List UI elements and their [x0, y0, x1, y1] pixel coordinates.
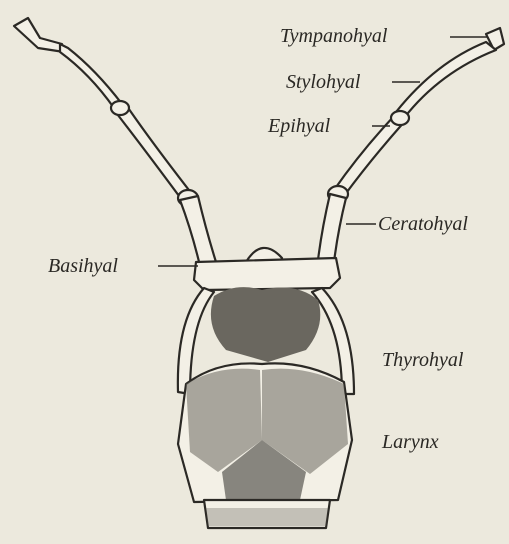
label-basihyal: Basihyal [48, 256, 118, 276]
larynx-body [178, 363, 352, 528]
left-stylohyal [60, 44, 122, 108]
left-tympanohyal [14, 18, 64, 52]
left-epihyal [114, 102, 192, 200]
label-ceratohyal: Ceratohyal [378, 214, 468, 234]
left-hyoid-arch [14, 18, 216, 266]
left-joint-1 [111, 101, 129, 115]
label-tympanohyal: Tympanohyal [280, 26, 387, 46]
epiglottis [211, 287, 320, 362]
label-epihyal: Epihyal [268, 116, 330, 136]
right-joint-1 [391, 111, 409, 125]
label-larynx: Larynx [382, 432, 439, 452]
right-ceratohyal [318, 194, 346, 262]
right-stylohyal [396, 42, 496, 118]
label-thyrohyal: Thyrohyal [382, 350, 463, 370]
label-stylohyal: Stylohyal [286, 72, 360, 92]
right-epihyal [334, 114, 406, 196]
left-ceratohyal [180, 196, 216, 266]
